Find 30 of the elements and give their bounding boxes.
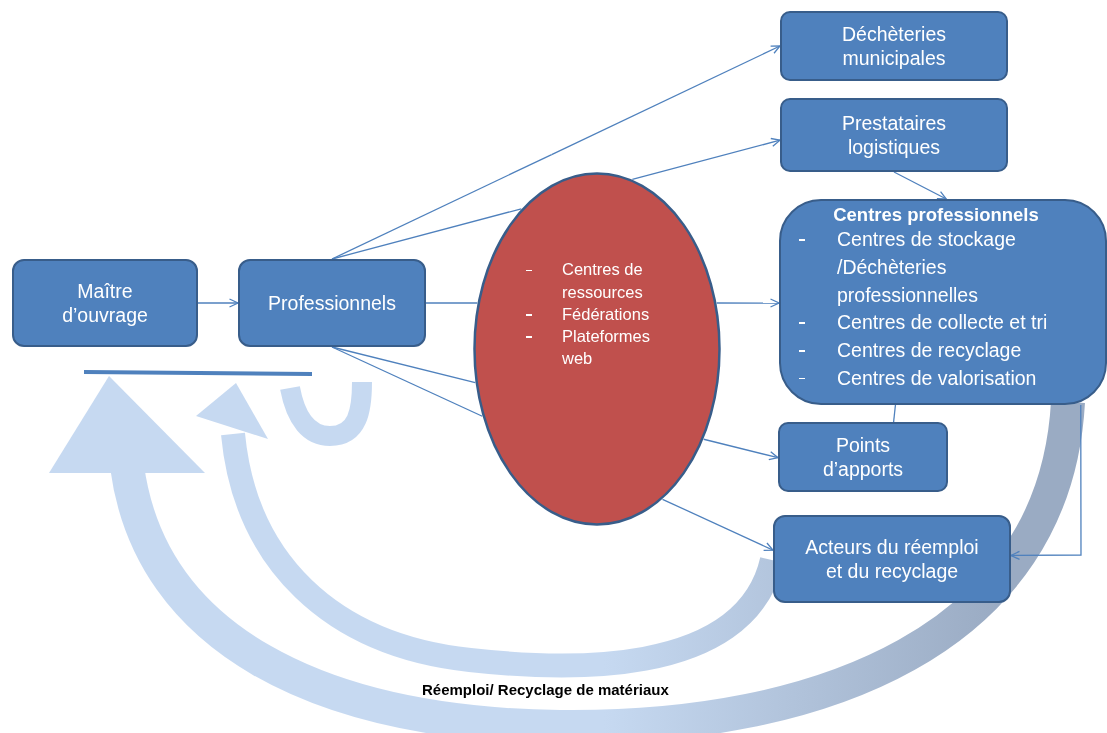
arrow	[1010, 404, 1082, 561]
rounded-box	[780, 98, 1008, 172]
list-item: Centres de ressources	[522, 258, 672, 303]
list-item: Centres de stockage /Déchèteries professionnelles	[795, 226, 1077, 310]
box-label: Prestataires logistiques	[840, 110, 947, 160]
rounded-box	[778, 422, 948, 492]
rounded-box	[780, 11, 1008, 81]
list-item: Centres de collecte et tri	[795, 309, 1077, 337]
box-label: Professionnels	[268, 290, 396, 316]
list-item: Centres de recyclage	[795, 336, 1077, 365]
list-item: Plateformes web	[522, 325, 672, 370]
arrow	[703, 438, 779, 461]
rounded-box	[773, 515, 1011, 603]
arrow	[631, 137, 781, 180]
list-item: Fédérations	[522, 302, 672, 326]
box-label: Maître d’ouvrage	[61, 278, 149, 328]
rounded-box	[238, 259, 426, 347]
arrow	[551, 45, 781, 156]
rounded-box	[12, 259, 198, 347]
caption-label: Réemploi/ Recyclage de matériaux	[422, 681, 669, 698]
list-item: Centres de valorisation	[795, 364, 1077, 393]
arrow	[661, 498, 774, 551]
arrow	[197, 298, 239, 308]
arrow	[716, 298, 780, 308]
box-label: Déchèteries municipales	[840, 21, 948, 71]
box-label: Acteurs du réemploi et du recyclage	[804, 534, 980, 584]
box-label: Points d’apports	[821, 432, 905, 482]
rounded-box	[779, 199, 1107, 405]
box-heading: Centres professionnels	[832, 203, 1040, 227]
arrow	[893, 171, 947, 200]
